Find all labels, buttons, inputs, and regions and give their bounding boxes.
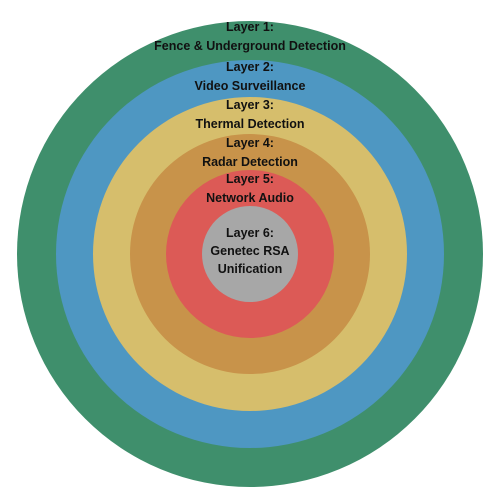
layer-4-subtitle: Radar Detection — [202, 155, 298, 169]
layer-5-subtitle: Network Audio — [206, 191, 294, 205]
layer-6-subtitle: Genetec RSA — [210, 244, 289, 258]
layer-3-subtitle: Thermal Detection — [195, 117, 304, 131]
layer-1-subtitle: Fence & Underground Detection — [154, 39, 346, 53]
layer-4-title: Layer 4: — [226, 136, 274, 150]
layer-6-core — [202, 206, 298, 302]
layer-5-title: Layer 5: — [226, 172, 274, 186]
layer-2-subtitle: Video Surveillance — [195, 79, 306, 93]
layer-3-title: Layer 3: — [226, 98, 274, 112]
layer-2-title: Layer 2: — [226, 60, 274, 74]
layer-6-subtitle-line2: Unification — [218, 262, 283, 276]
layer-6-title: Layer 6: — [226, 226, 274, 240]
layer-1-title: Layer 1: — [226, 20, 274, 34]
